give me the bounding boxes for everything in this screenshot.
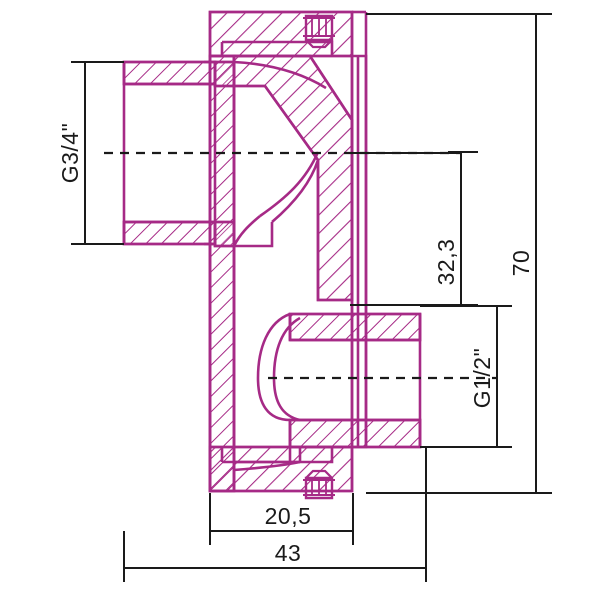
body-upper-cavity-rim <box>220 40 334 90</box>
flow-channel-curve <box>232 151 320 248</box>
dimension-lines <box>71 13 552 582</box>
dim-label-323: 32,3 <box>433 239 459 286</box>
dim-label-70: 70 <box>508 250 534 277</box>
dim-label-g12: G1/2" <box>469 348 495 409</box>
dim-70 <box>366 13 552 494</box>
dimension-labels: G3/4" 32,3 G1/2" 70 20,5 43 <box>57 123 534 566</box>
dim-g34 <box>71 61 124 245</box>
body-upper-gusset <box>232 54 354 302</box>
dim-label-43: 43 <box>275 540 302 566</box>
lower-port <box>288 312 422 449</box>
dim-205 <box>209 493 354 545</box>
valve-body-section <box>122 10 422 500</box>
dim-label-g34: G3/4" <box>57 123 83 184</box>
bottom-screw <box>303 469 335 500</box>
dim-g12 <box>420 305 512 448</box>
dim-43 <box>123 447 427 582</box>
top-screw <box>303 14 335 49</box>
body-lower-cavity-rim <box>220 447 334 464</box>
body-left-wall <box>208 54 236 493</box>
dim-label-205: 20,5 <box>265 503 312 529</box>
